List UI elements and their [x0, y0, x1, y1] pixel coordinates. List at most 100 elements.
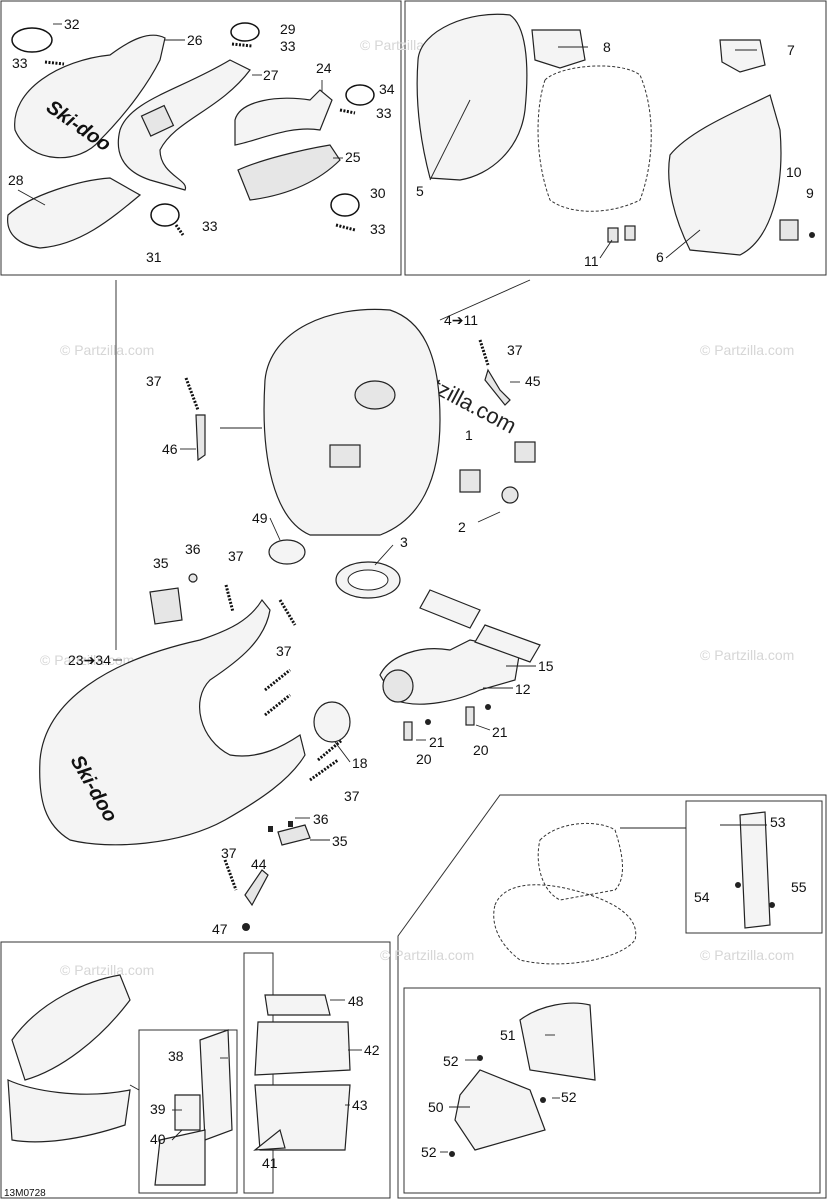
callout-33: 33: [280, 38, 296, 54]
spring-37: [224, 584, 235, 613]
watermark: © Partzilla.com: [380, 947, 474, 963]
callout-44: 44: [251, 856, 267, 872]
callout-45: 45: [525, 373, 541, 389]
bracket-27: [140, 104, 175, 137]
callout-53: 53: [770, 814, 786, 830]
bracket-45: [484, 368, 511, 406]
heat-shield-53: [739, 811, 771, 929]
frame-inset-48: [243, 952, 274, 1194]
muffler-outlet: [354, 380, 396, 410]
watermark: © Partzilla.com: [700, 947, 794, 963]
hood-liner-lower: [7, 1079, 131, 1143]
callout-23-34: 23➔34: [68, 652, 111, 668]
callout-2: 2: [458, 519, 466, 535]
clamp-30: [330, 193, 360, 217]
callout-20: 20: [416, 751, 432, 767]
callout-11: 11: [584, 253, 599, 269]
callout-33: 33: [370, 221, 386, 237]
watermark: © Partzilla.com: [60, 962, 154, 978]
callout-3: 3: [400, 534, 408, 550]
clip-36: [268, 826, 273, 832]
callout-40: 40: [150, 1131, 166, 1147]
callout-52: 52: [561, 1089, 577, 1105]
spring-37: [278, 599, 297, 626]
cover-5: [416, 13, 528, 181]
clamp-31: [150, 203, 180, 227]
callout-4-11: 4➔11: [444, 312, 478, 328]
top-right-parts: [416, 13, 815, 256]
callout-37: 37: [344, 788, 360, 804]
callout-33: 33: [202, 218, 218, 234]
bumper-1: [514, 441, 536, 463]
callout-21: 21: [429, 734, 445, 750]
screw-52: [477, 1055, 483, 1061]
bracket-46: [195, 414, 206, 462]
tuned-pipe: [39, 598, 306, 846]
watermark: © Partzilla.com: [700, 342, 794, 358]
callout-37: 37: [146, 373, 162, 389]
frame-bottom-left: [0, 941, 391, 1199]
screw-54: [735, 882, 741, 888]
gasket-15: [419, 589, 481, 629]
bumper-1: [459, 469, 481, 493]
screw-9: [809, 232, 815, 238]
frame-inset-38: [138, 1029, 238, 1194]
bumper-11: [607, 227, 619, 243]
callout-41: 41: [262, 1155, 278, 1171]
bracket-44: [244, 869, 269, 907]
spring-37: [309, 758, 339, 782]
frame-top-left: [0, 0, 402, 276]
heat-shield-25: [237, 144, 341, 201]
watermark: © Partzilla.com: [60, 342, 154, 358]
washer-21: [425, 719, 431, 725]
spring-33: [44, 60, 65, 66]
callout-33: 33: [12, 55, 28, 71]
bolt-20: [403, 721, 413, 741]
muffler-shell-26: [14, 34, 166, 159]
spring-37: [264, 693, 291, 717]
pipe-27: [117, 59, 251, 191]
spring-33: [174, 224, 185, 236]
clamp-34: [345, 84, 375, 106]
callout-10: 10: [786, 164, 802, 180]
frame-inset-53: [685, 800, 823, 934]
callout-35: 35: [153, 555, 169, 571]
muffler-outline: [537, 65, 652, 212]
seal-3-inner: [347, 569, 389, 591]
main-assembly: Ski-doo: [39, 308, 541, 931]
gasket-7: [719, 39, 766, 73]
screw-52: [540, 1097, 546, 1103]
bracket-35: [277, 824, 311, 846]
insulation-41: [253, 1128, 286, 1151]
callout-34: 34: [379, 81, 395, 97]
spring-37: [223, 859, 238, 891]
watermark: © Partzilla.com: [40, 652, 134, 668]
callout-labels: 32 26 29 33 33 27 24 34 33 25 28 30 33 3…: [4, 16, 814, 1199]
insulation-40: [154, 1129, 206, 1186]
bottom-left-parts: [7, 974, 351, 1186]
bracket-35: [149, 587, 183, 625]
callout-37: 37: [276, 643, 292, 659]
callout-29: 29: [280, 21, 296, 37]
callout-48: 48: [348, 993, 364, 1009]
plate-10: [779, 219, 799, 241]
bolt-20: [465, 706, 475, 726]
callout-37: 37: [228, 548, 244, 564]
nut-36: [188, 573, 198, 583]
cover-6: [668, 94, 782, 256]
callout-5: 5: [416, 183, 424, 199]
heat-shield-51: [519, 1002, 596, 1081]
callout-37: 37: [221, 845, 237, 861]
insulation-42: [254, 1021, 351, 1076]
spring-33: [231, 42, 253, 48]
clamp-32: [11, 27, 53, 53]
spring-33: [339, 108, 356, 115]
muffler-bracket: [329, 444, 361, 468]
insulation-39: [174, 1094, 201, 1131]
frame-bottom-right: [397, 794, 827, 1199]
gasket-8: [531, 29, 586, 69]
callout-52: 52: [421, 1144, 437, 1160]
callout-31: 31: [146, 249, 162, 265]
callout-1: 1: [465, 427, 473, 443]
